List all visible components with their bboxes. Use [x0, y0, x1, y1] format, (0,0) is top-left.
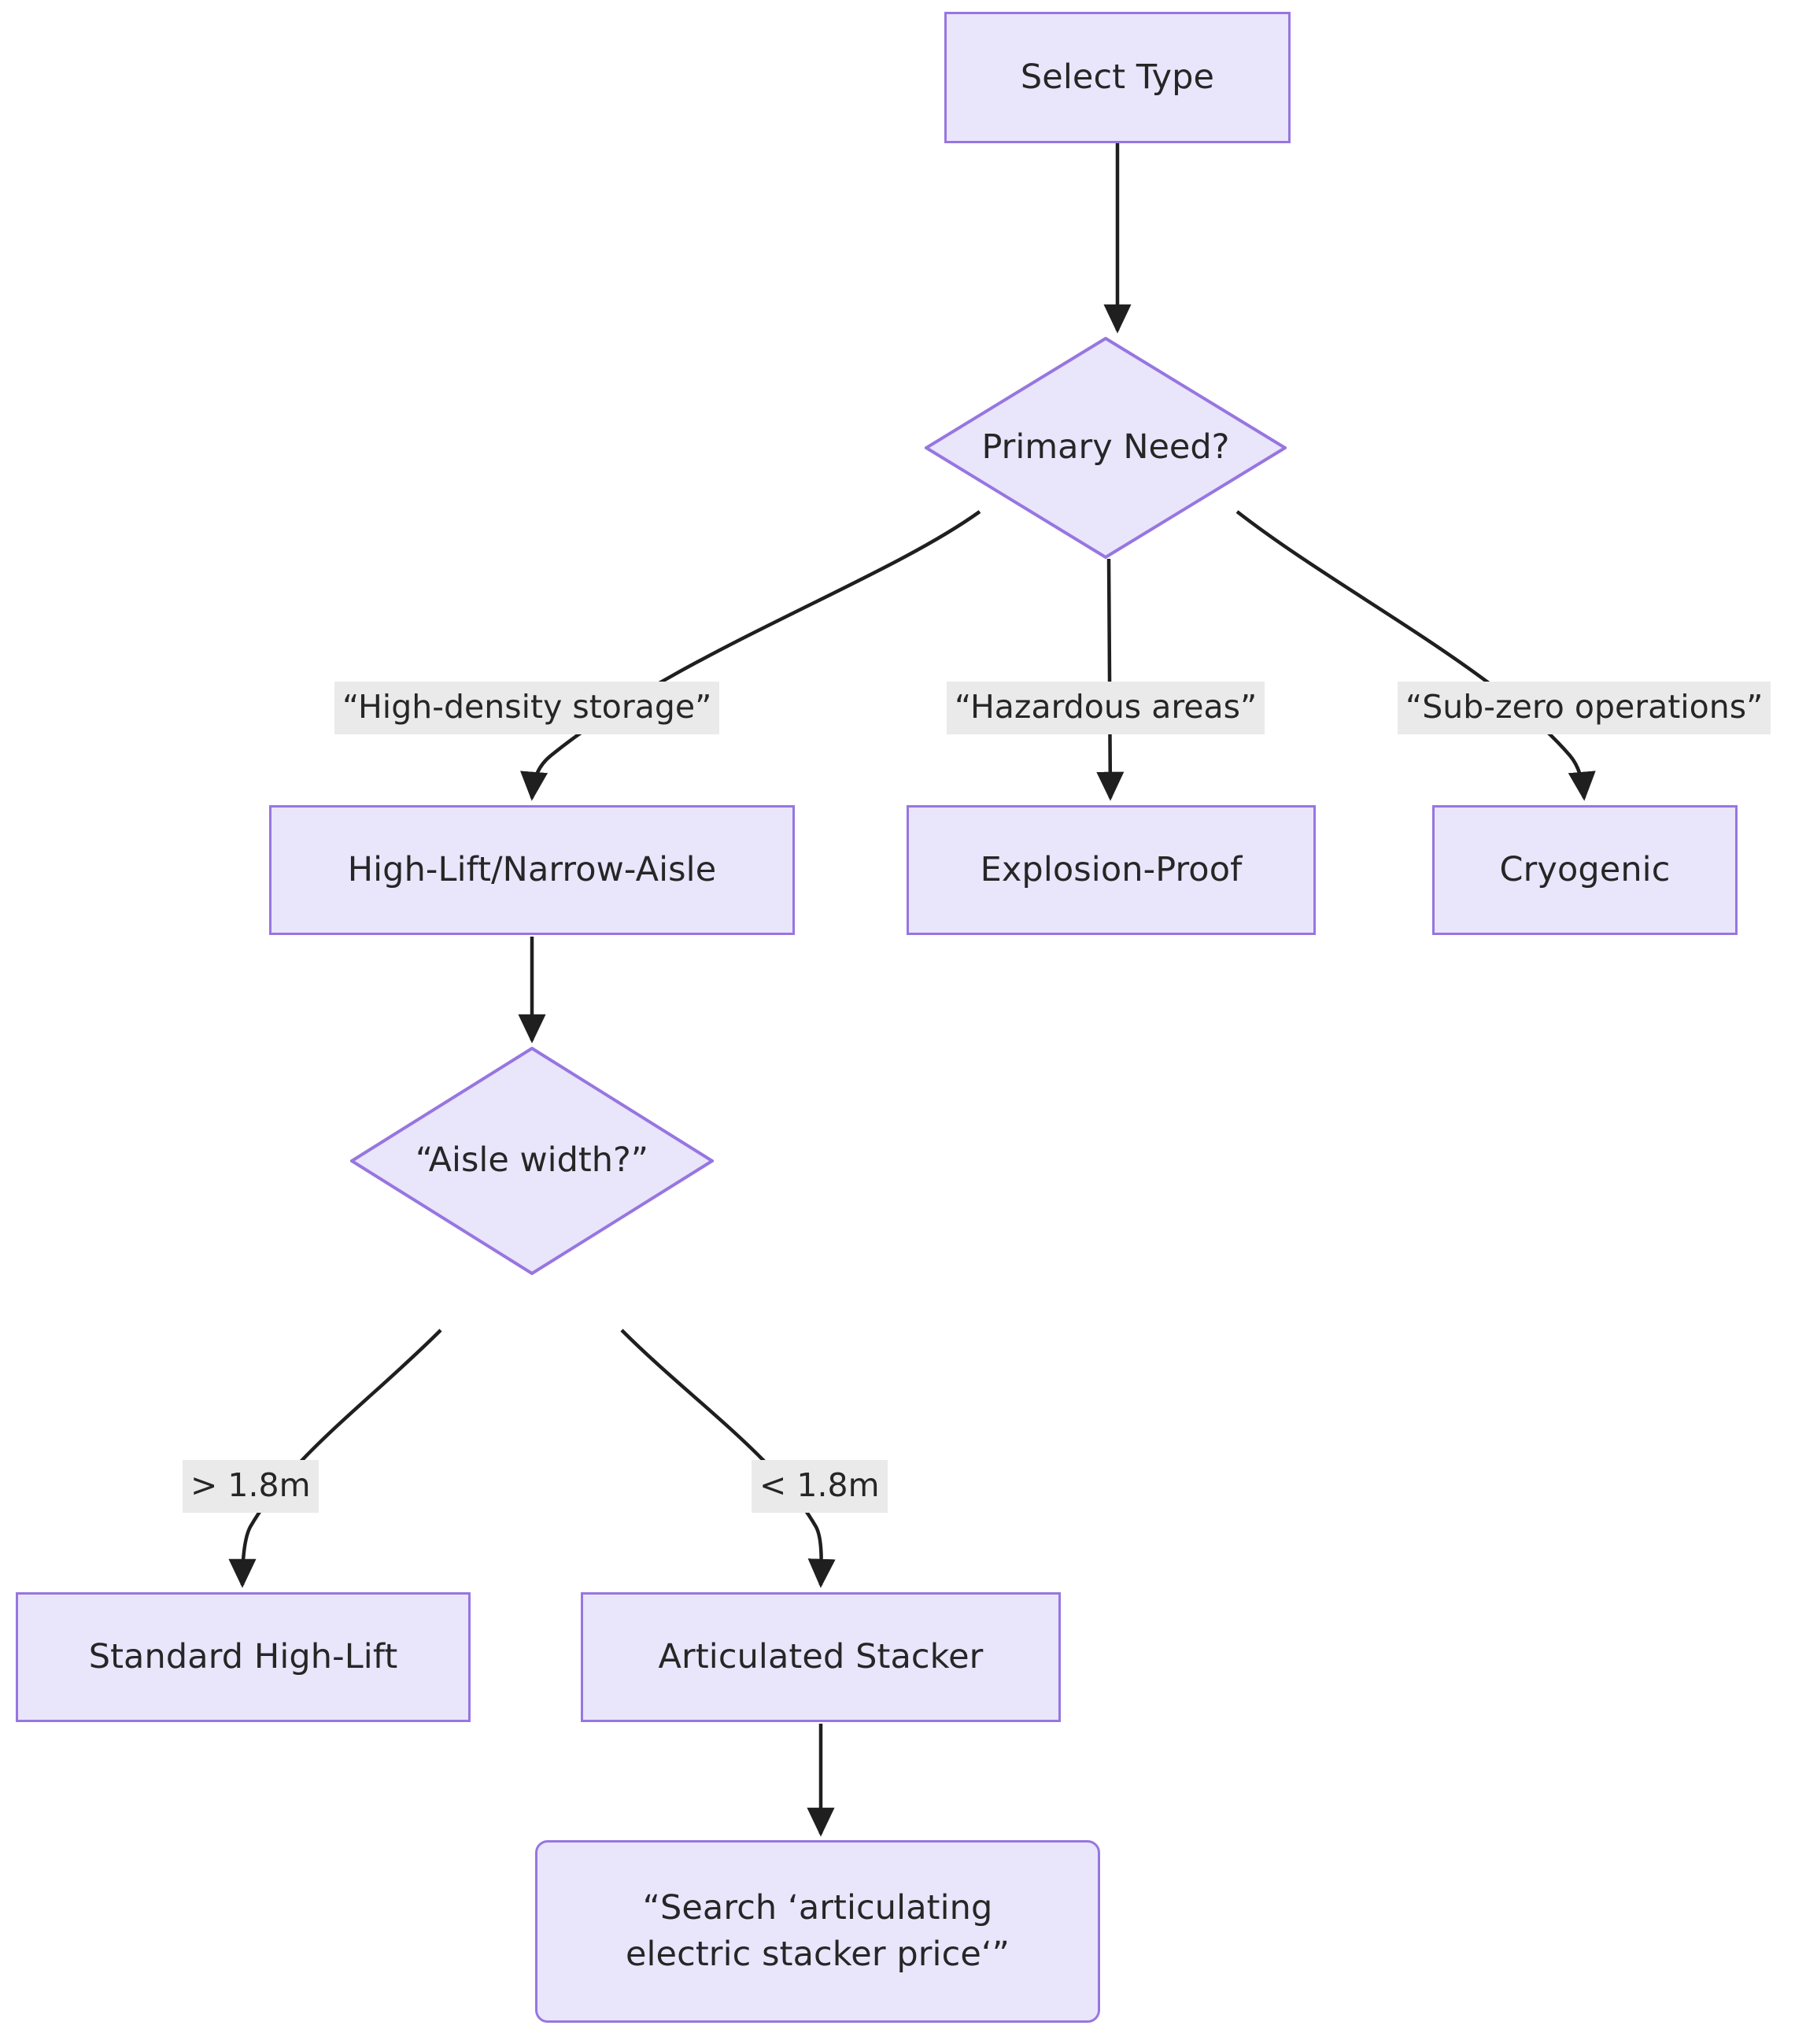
node-aisle-width[interactable]: “Aisle width?” [350, 1047, 714, 1275]
node-articulated-stacker-label: Articulated Stacker [658, 1636, 984, 1676]
edge-primary-need-to-explosion-proof [1096, 558, 1125, 801]
edge-label-less-than-1-8m: < 1.8m [752, 1460, 888, 1514]
edge-primary-need-to-cryogenic [1235, 510, 1596, 801]
node-primary-need[interactable]: Primary Need? [925, 337, 1287, 559]
edge-label-high-density-storage: “High-density storage” [334, 682, 720, 735]
node-primary-need-label: Primary Need? [981, 427, 1230, 468]
diamond-shape [925, 337, 1287, 559]
node-search-query-label: “Search ‘articulating electric stacker p… [625, 1887, 1010, 1974]
node-select-type[interactable]: Select Type [944, 12, 1291, 143]
node-high-lift-narrow-aisle[interactable]: High-Lift/Narrow-Aisle [269, 805, 795, 935]
node-standard-high-lift-label: Standard High-Lift [88, 1636, 398, 1676]
diamond-shape [350, 1047, 714, 1275]
node-explosion-proof[interactable]: Explosion-Proof [907, 805, 1316, 935]
edge-primary-need-to-high-lift [520, 510, 981, 801]
edge-aisle-width-to-standard [228, 1329, 442, 1588]
edge-label-sub-zero-operations: “Sub-zero operations” [1398, 682, 1771, 735]
node-standard-high-lift[interactable]: Standard High-Lift [16, 1592, 471, 1722]
node-high-lift-narrow-aisle-label: High-Lift/Narrow-Aisle [347, 849, 717, 889]
node-aisle-width-label: “Aisle width?” [415, 1140, 649, 1181]
edge-aisle-width-to-articulated [620, 1329, 836, 1588]
node-cryogenic[interactable]: Cryogenic [1432, 805, 1738, 935]
node-search-query[interactable]: “Search ‘articulating electric stacker p… [535, 1840, 1100, 2023]
node-articulated-stacker[interactable]: Articulated Stacker [581, 1592, 1061, 1722]
node-explosion-proof-label: Explosion-Proof [980, 849, 1243, 889]
node-select-type-label: Select Type [1020, 57, 1215, 97]
node-cryogenic-label: Cryogenic [1499, 849, 1671, 889]
edge-label-hazardous-areas: “Hazardous areas” [947, 682, 1265, 735]
edge-label-greater-than-1-8m: > 1.8m [183, 1460, 319, 1514]
